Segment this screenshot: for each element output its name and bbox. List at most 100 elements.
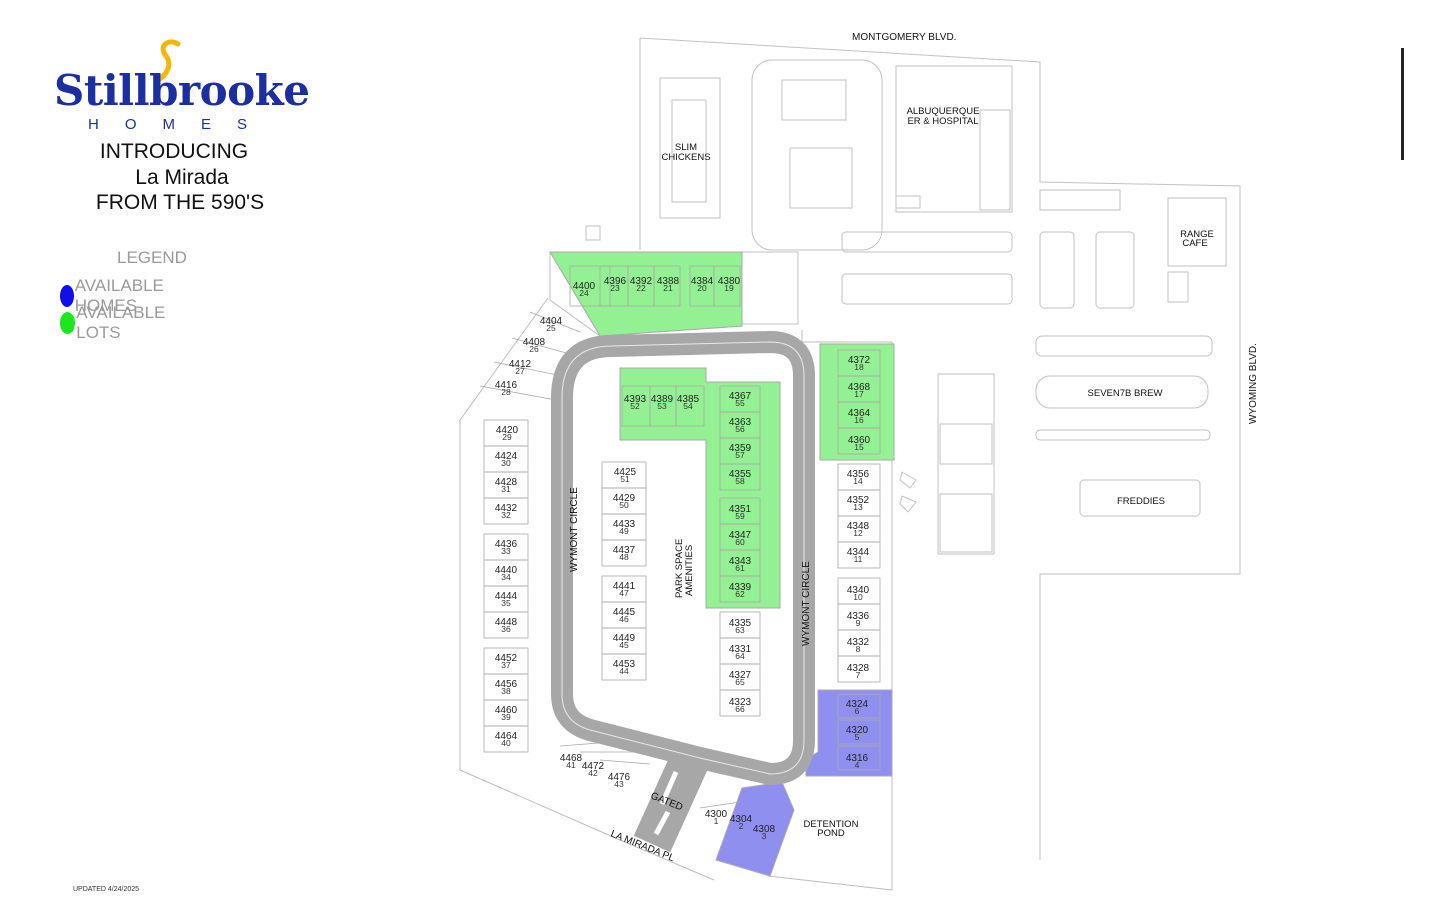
lot-33-number: 33 (501, 546, 511, 556)
road-edge (561, 341, 805, 775)
lot-17-address: 4368 (848, 382, 871, 393)
lot-36-number: 36 (501, 624, 511, 634)
lot-55-address: 4367 (729, 391, 752, 402)
updated-date: UPDATED 4/24/2025 (73, 886, 140, 893)
context-outlines (585, 37, 1241, 860)
brand-subtitle: HOMES (88, 116, 274, 133)
lot-area-52-62 (619, 367, 781, 609)
lot-63-number: 63 (735, 625, 745, 635)
lot-12-address: 4348 (847, 521, 870, 532)
lot-area-19-24 (549, 251, 743, 337)
lot-5-address: 4320 (846, 725, 869, 736)
legend-item-homes: AVAILABLE HOMES (60, 276, 172, 316)
entry-median-2 (653, 810, 671, 836)
lot-31-address: 4428 (495, 477, 518, 488)
lot-57-number: 57 (735, 450, 745, 460)
lot-13-number: 13 (853, 502, 863, 512)
lot-13-address: 4352 (847, 495, 870, 506)
lot-63-address: 4335 (729, 618, 752, 629)
lot-60-address: 4347 (729, 530, 752, 541)
lot-35-number: 35 (501, 598, 511, 608)
lot-6-number: 6 (855, 706, 860, 716)
lot-53-number: 53 (657, 401, 667, 411)
legend-label-homes: AVAILABLE HOMES (74, 276, 164, 315)
lot-65-number: 65 (735, 677, 745, 687)
lot-58-address: 4355 (729, 469, 752, 480)
lot-4-address: 4316 (846, 753, 869, 764)
lot-15-number: 15 (854, 442, 864, 452)
lot-38-number: 38 (501, 686, 511, 696)
lot-10-number: 10 (853, 592, 863, 602)
lot-46-address: 4445 (613, 607, 636, 618)
lot-11-address: 4344 (847, 547, 870, 558)
lot-66-address: 4323 (729, 697, 752, 708)
lot-21-number: 21 (663, 283, 673, 293)
lot-20-number: 20 (697, 283, 707, 293)
lot-53-address: 4389 (651, 394, 674, 405)
place-er-1: ALBUQUERQUE (907, 106, 980, 117)
place-er-2: ER & HOSPITAL (907, 116, 978, 127)
legend-title: LEGEND (117, 248, 187, 267)
place-park-1: PARK SPACE (674, 539, 685, 598)
lot-30-address: 4424 (495, 451, 518, 462)
home-area-4-6 (805, 689, 893, 777)
lot-20-address: 4384 (691, 276, 714, 287)
lot-52-address: 4393 (624, 394, 647, 405)
lot-64-address: 4331 (729, 644, 752, 655)
lot-49-address: 4433 (613, 519, 636, 530)
stillbrooke-swoosh-icon (155, 39, 181, 83)
place-pond-1: DETENTION (804, 819, 859, 830)
lot-40-address: 4464 (495, 731, 518, 742)
lot-23-number: 23 (610, 283, 620, 293)
lot-12-number: 12 (853, 528, 863, 538)
lot-61-number: 61 (735, 563, 745, 573)
lot-24-address: 4400 (573, 281, 596, 292)
place-range-2: CAFE (1182, 238, 1207, 249)
lot-26-number: 26 (529, 344, 539, 354)
lot-9-number: 9 (856, 618, 861, 628)
lot-28-address: 4416 (495, 380, 518, 391)
lot-34-address: 4440 (495, 565, 518, 576)
lot-49-number: 49 (619, 526, 629, 536)
lot-3-address: 4308 (753, 824, 776, 835)
lot-2-address: 4304 (730, 814, 753, 825)
lot-39-address: 4460 (495, 705, 518, 716)
lot-16-address: 4364 (848, 408, 871, 419)
lot-7-number: 7 (856, 670, 861, 680)
lot-62-number: 62 (735, 589, 745, 599)
lot-14-address: 4356 (847, 469, 870, 480)
lot-52-number: 52 (630, 401, 640, 411)
lot-outlines (479, 265, 881, 809)
lot-19-address: 4380 (718, 276, 741, 287)
lot-28-number: 28 (501, 387, 511, 397)
lot-59-number: 59 (735, 511, 745, 521)
lot-60-number: 60 (735, 537, 745, 547)
place-range-1: RANGE (1180, 229, 1214, 240)
available-lots-areas (549, 251, 895, 609)
intro-line-3: FROM THE 590'S (95, 191, 265, 214)
lot-6-address: 4324 (846, 699, 869, 710)
lot-44-number: 44 (619, 666, 629, 676)
lot-42-address: 4472 (582, 761, 605, 772)
road-wyoming: WYOMING BLVD. (1248, 343, 1259, 424)
lot-2-number: 2 (739, 821, 744, 831)
lot-5-number: 5 (855, 732, 860, 742)
lot-32-address: 4432 (495, 503, 518, 514)
lot-56-address: 4363 (729, 417, 752, 428)
lot-9-address: 4336 (847, 611, 870, 622)
lot-40-number: 40 (501, 738, 511, 748)
road-wymont-west: WYMONT CIRCLE (569, 487, 580, 572)
lot-65-address: 4327 (729, 670, 752, 681)
lot-15-address: 4360 (848, 435, 871, 446)
lot-39-number: 39 (501, 712, 511, 722)
lot-30-number: 30 (501, 458, 511, 468)
lot-27-address: 4412 (509, 359, 532, 370)
lot-66-number: 66 (735, 704, 745, 714)
lot-41-number: 41 (566, 760, 576, 770)
intro-line-1: INTRODUCING (99, 140, 249, 163)
lot-44-address: 4453 (613, 659, 636, 670)
lot-51-number: 51 (620, 474, 630, 484)
lot-57-address: 4359 (729, 443, 752, 454)
lot-54-number: 54 (683, 401, 693, 411)
